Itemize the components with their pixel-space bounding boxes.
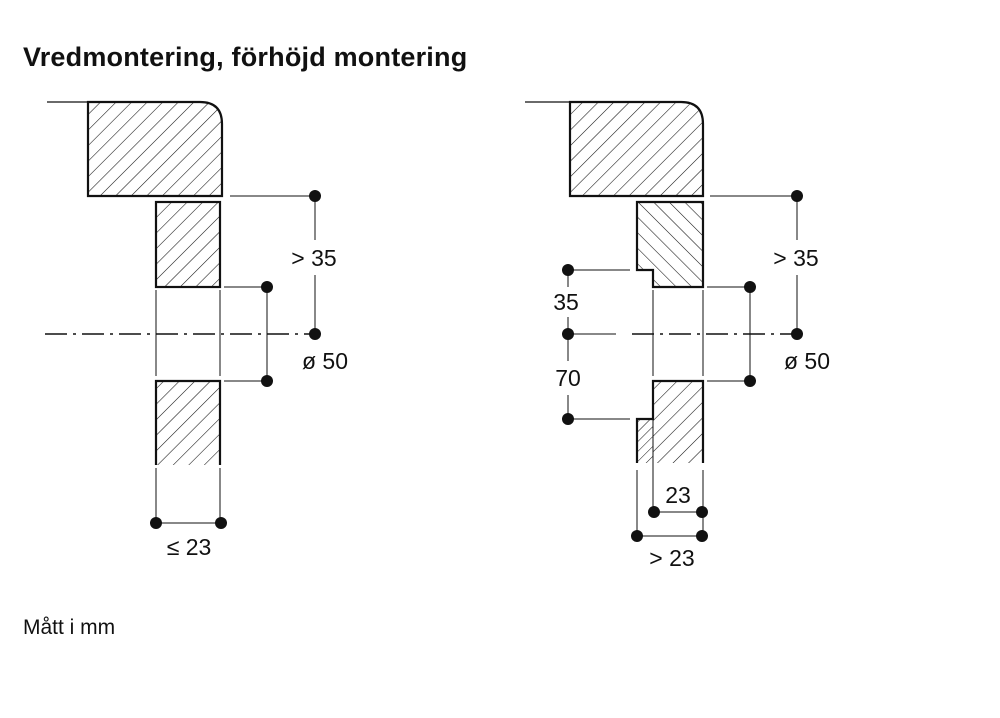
countertop-section (568, 100, 705, 198)
panel-lower-section (154, 379, 222, 465)
left-thickness-label: ≤ 23 (167, 534, 212, 560)
units-note: Mått i mm (23, 616, 116, 639)
countertop-section (86, 100, 224, 198)
left-diagram (45, 100, 321, 529)
right-upper-offset-label: 35 (553, 289, 579, 315)
right-lower-offset-label: 70 (555, 365, 581, 391)
right-diagram (525, 100, 803, 542)
right-total-thickness-label: > 23 (649, 545, 694, 571)
left-diameter-label: ø 50 (302, 348, 348, 374)
dimension-points (150, 190, 321, 529)
right-gap-label: > 35 (773, 245, 818, 271)
left-gap-label: > 35 (291, 245, 336, 271)
panel-lower-section (653, 381, 703, 463)
panel-upper-section (635, 200, 705, 289)
panel-lower-outline (635, 379, 705, 463)
right-diameter-label: ø 50 (784, 348, 830, 374)
panel-upper-section (154, 200, 222, 289)
panel-lower-rebate (637, 419, 653, 463)
right-inner-thickness-label: 23 (665, 482, 691, 508)
page-title: Vredmontering, förhöjd montering (23, 42, 468, 72)
dimension-points (562, 190, 803, 542)
